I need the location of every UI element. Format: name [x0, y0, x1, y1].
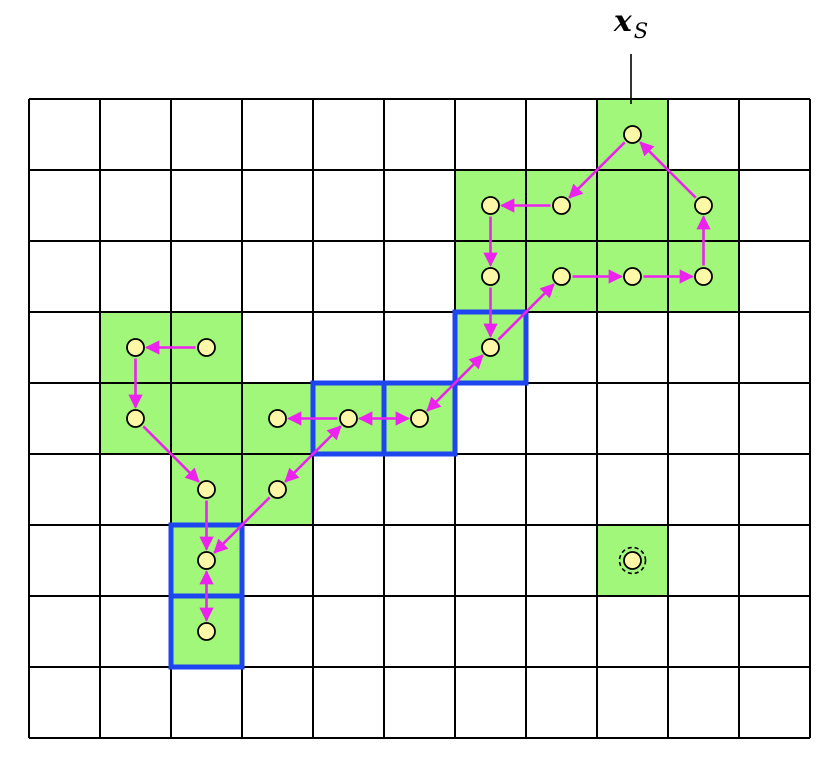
path-node — [481, 267, 500, 286]
target-node — [623, 551, 642, 570]
path-node — [197, 480, 216, 499]
path-arrows — [128, 141, 711, 622]
start-label-main: x — [613, 4, 633, 39]
path-arrow — [497, 283, 555, 341]
bidirectional-arrow — [284, 425, 342, 483]
path-node — [694, 196, 713, 215]
path-arrow — [213, 496, 271, 554]
path-node — [126, 338, 145, 357]
path-arrow — [568, 141, 626, 199]
target-node-dashed-ring — [618, 546, 647, 575]
path-node — [197, 338, 216, 357]
start-label-group: xS — [613, 4, 648, 104]
path-node — [126, 409, 145, 428]
path-node — [481, 338, 500, 357]
path-node — [268, 409, 287, 428]
highlighted-cell — [597, 170, 668, 241]
start-label-subscript: S — [634, 19, 648, 43]
path-arrow — [639, 141, 697, 199]
path-node — [339, 409, 358, 428]
path-node — [623, 125, 642, 144]
path-node — [623, 267, 642, 286]
path-arrow — [142, 425, 200, 483]
path-node — [552, 267, 571, 286]
start-label: xS — [613, 4, 648, 43]
path-node — [552, 196, 571, 215]
bidirectional-arrow — [426, 354, 484, 412]
highlighted-cell — [171, 383, 242, 454]
path-node — [197, 622, 216, 641]
path-node — [410, 409, 429, 428]
path-node — [481, 196, 500, 215]
path-node — [268, 480, 287, 499]
path-node — [694, 267, 713, 286]
path-nodes — [126, 125, 713, 641]
path-node — [197, 551, 216, 570]
